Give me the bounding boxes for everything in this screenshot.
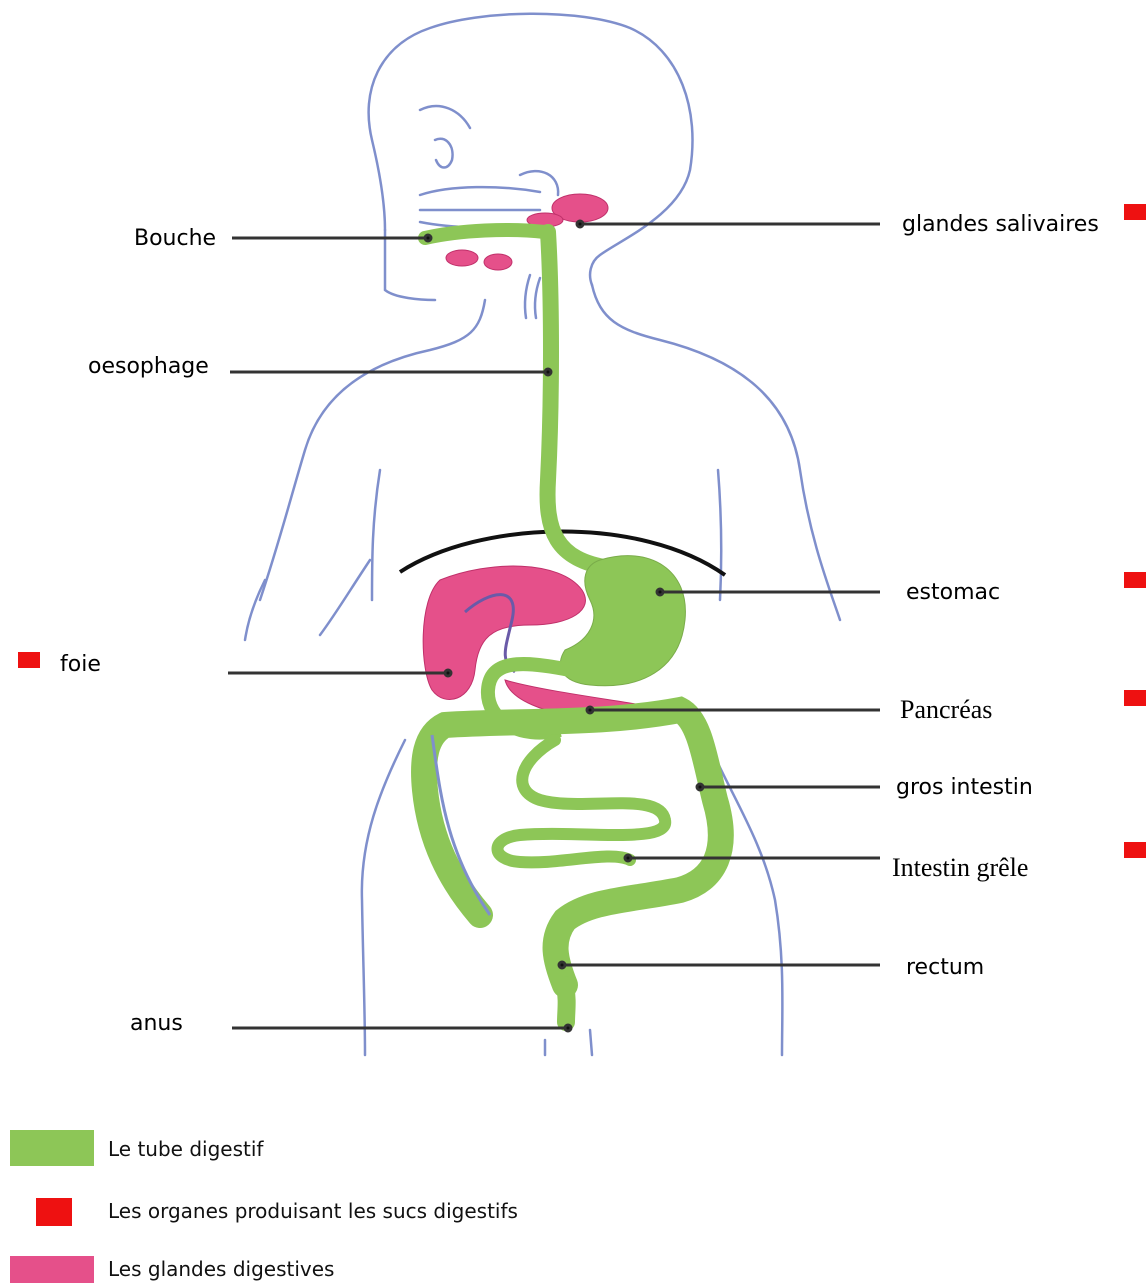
legend: Le tube digestif Les organes produisant … (10, 1130, 518, 1283)
label-intestin-grele: Intestin grêle (892, 853, 1028, 882)
sublingual-gland-right (484, 254, 512, 270)
small-intestine (498, 740, 666, 862)
eye-outline (420, 106, 470, 167)
mouth-tube (425, 230, 545, 238)
marker-estomac (1124, 572, 1146, 588)
label-bouche: Bouche (134, 226, 216, 251)
label-pancreas: Pancréas (900, 695, 992, 724)
oesophagus (548, 232, 610, 568)
label-glandes-salivaires: glandes salivaires (902, 212, 1099, 237)
large-intestine (424, 710, 721, 985)
legend-swatch-tube (10, 1130, 94, 1166)
legend-glandes-label: Les glandes digestives (108, 1257, 334, 1281)
marker-intestin-grele (1124, 842, 1146, 858)
label-anus: anus (130, 1011, 183, 1036)
right-torso-outline (718, 470, 721, 600)
label-oesophage: oesophage (88, 354, 209, 379)
label-gros-intestin: gros intestin (896, 775, 1033, 800)
body-outline (245, 14, 840, 1055)
legend-organes-label: Les organes produisant les sucs digestif… (108, 1199, 518, 1223)
label-estomac: estomac (906, 580, 1000, 605)
marker-pancreas (1124, 690, 1146, 706)
left-arm-inner (320, 560, 370, 635)
left-torso-outline (372, 470, 380, 600)
trachea-outline (525, 275, 540, 318)
marker-foie (18, 652, 40, 668)
sublingual-gland-left (446, 250, 478, 266)
legend-swatch-glandes (10, 1256, 94, 1283)
legend-swatch-organes (36, 1198, 72, 1226)
left-arm-outline (245, 580, 265, 640)
label-foie: foie (60, 652, 101, 677)
left-torso-lower (362, 740, 405, 1055)
label-rectum: rectum (906, 955, 984, 980)
legend-tube-label: Le tube digestif (108, 1137, 264, 1161)
right-leg-outline (590, 1030, 592, 1055)
rectum (565, 985, 567, 1022)
stomach (560, 556, 685, 686)
head-outline (369, 14, 693, 285)
liver (423, 566, 585, 699)
marker-glandes-salivaires (1124, 204, 1146, 220)
mouth-outline (420, 187, 540, 228)
